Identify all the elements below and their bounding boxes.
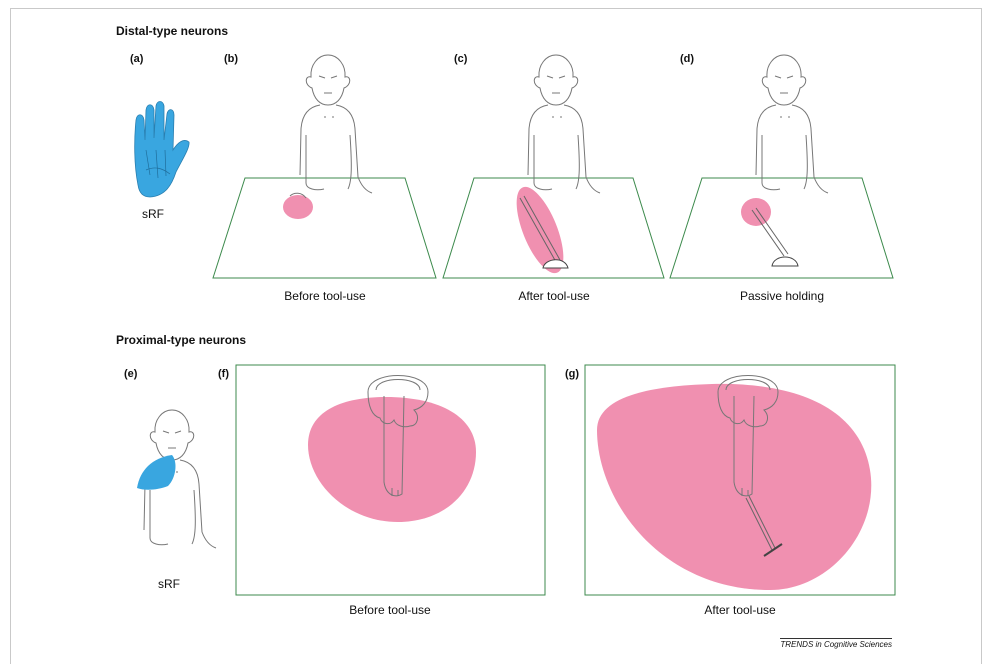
- panel-label-a: (a): [130, 53, 143, 65]
- caption-d: Passive holding: [702, 289, 862, 303]
- hand-somatosensory-field: [135, 102, 189, 198]
- caption-f: Before tool-use: [310, 603, 470, 617]
- panel-label-g: (g): [565, 368, 579, 380]
- caption-g: After tool-use: [660, 603, 820, 617]
- proximal-section-title: Proximal-type neurons: [116, 333, 246, 347]
- panel-label-e: (e): [124, 368, 137, 380]
- journal-credit: TRENDS in Cognitive Sciences: [780, 638, 892, 649]
- panel-label-b: (b): [224, 53, 238, 65]
- panel-e-drawing: [137, 410, 216, 548]
- panel-label-d: (d): [680, 53, 694, 65]
- srf-label-a: sRF: [142, 207, 164, 221]
- caption-b: Before tool-use: [245, 289, 405, 303]
- caption-c: After tool-use: [474, 289, 634, 303]
- srf-label-e: sRF: [158, 577, 180, 591]
- panel-label-c: (c): [454, 53, 467, 65]
- panel-b-drawing: [213, 55, 436, 278]
- panel-c-drawing: [443, 55, 664, 279]
- panel-g-drawing: [585, 365, 895, 595]
- panel-label-f: (f): [218, 368, 229, 380]
- panel-d-drawing: [670, 55, 893, 278]
- distal-section-title: Distal-type neurons: [116, 24, 228, 38]
- panel-f-drawing: [236, 365, 545, 595]
